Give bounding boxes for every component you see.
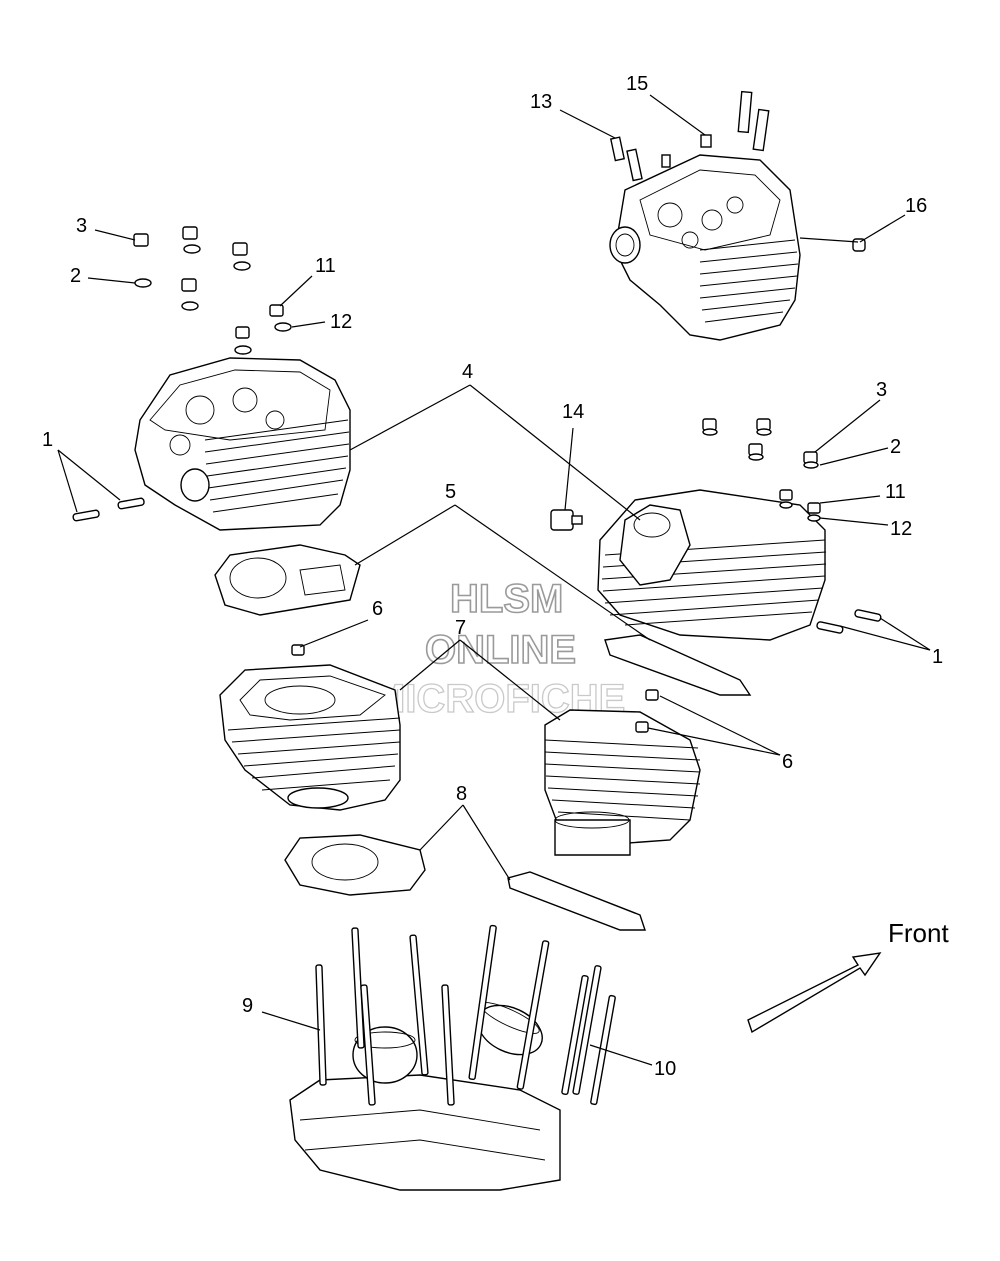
callout-1-left: 1 (42, 429, 53, 451)
callout-6-left: 6 (372, 598, 383, 620)
callout-1-right: 1 (932, 646, 943, 668)
callout-6-right: 6 (782, 751, 793, 773)
watermark: HLSM ONLINE MICROFICHE (371, 576, 626, 721)
callout-11-left: 11 (315, 255, 336, 277)
head-nuts-left (133, 226, 292, 355)
callout-12-left: 12 (330, 311, 352, 333)
callout-9: 9 (242, 995, 253, 1017)
rear-cylinder-head-top (609, 90, 866, 341)
front-cylinder (219, 644, 401, 811)
front-direction-arrow-icon (747, 952, 882, 1034)
callout-13: 13 (530, 91, 552, 113)
watermark-line-2: ONLINE (425, 628, 576, 672)
head-gaskets (214, 544, 752, 696)
callout-5: 5 (445, 481, 456, 503)
pushrods (315, 924, 616, 1106)
rear-cylinder-head (550, 418, 882, 641)
leader-lines (57, 94, 931, 1066)
callout-16: 16 (905, 195, 927, 217)
base-gaskets (284, 834, 646, 931)
watermark-line-1: HLSM (450, 577, 563, 621)
callout-2-left: 2 (70, 265, 81, 287)
callout-12-right: 12 (890, 518, 912, 540)
crankcase-assembly (289, 924, 616, 1191)
callout-11-right: 11 (885, 481, 906, 503)
callout-10: 10 (654, 1058, 676, 1080)
callout-3-right: 3 (876, 379, 887, 401)
head-nuts-right (702, 418, 821, 522)
callout-3-left: 3 (76, 215, 87, 237)
callout-8: 8 (456, 783, 467, 805)
callout-numbers: 13 15 16 3 2 11 12 4 1 14 3 2 11 12 5 1 … (42, 73, 943, 1080)
rear-cylinder (544, 689, 701, 856)
callout-7: 7 (455, 617, 466, 639)
callout-15: 15 (626, 73, 648, 95)
front-cylinder-head (72, 226, 351, 531)
front-direction-label: Front (888, 918, 949, 948)
callout-4: 4 (462, 361, 473, 383)
callout-2-right: 2 (890, 436, 901, 458)
callout-14: 14 (562, 401, 584, 423)
